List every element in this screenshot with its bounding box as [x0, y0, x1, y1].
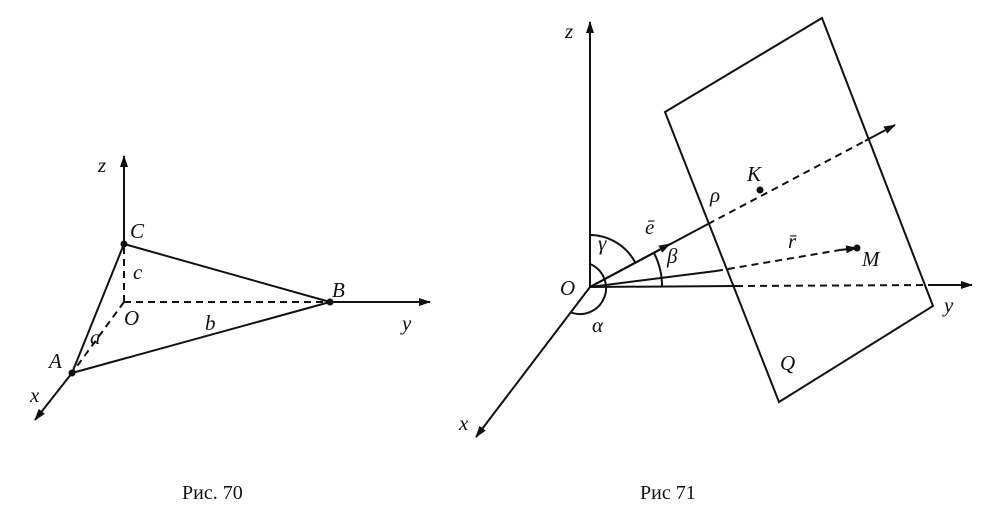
fig70-label-O: O — [124, 306, 139, 330]
figure-70: z C c O B b y a A x Рис. 70 — [29, 153, 431, 504]
fig71-point-m — [853, 244, 861, 252]
fig70-edge-ab — [71, 301, 331, 374]
fig71-plane-q — [663, 16, 935, 404]
fig71-label-Q: Q — [780, 351, 795, 375]
fig70-x-axis — [34, 372, 73, 421]
fig70-label-y: y — [400, 311, 412, 335]
fig70-edge-ca — [71, 243, 125, 374]
fig70-point-a — [68, 369, 76, 377]
fig70-label-x: x — [29, 383, 40, 407]
fig71-label-K: K — [746, 162, 762, 186]
fig70-label-a: a — [90, 325, 101, 349]
fig71-vector-e — [589, 243, 671, 288]
fig71-arc-gamma — [589, 234, 636, 263]
fig71-label-y: y — [942, 293, 954, 317]
fig71-label-gamma: γ — [598, 231, 607, 255]
fig70-label-z: z — [97, 153, 106, 177]
fig71-label-r: r̄ — [788, 229, 797, 253]
fig70-label-C: C — [130, 219, 145, 243]
fig71-x-axis — [475, 286, 591, 438]
fig71-normal-dashed — [707, 140, 866, 225]
fig71-y-axis-solid — [589, 285, 737, 288]
figure-71: z O γ ē β α ρ K r̄ M y x Q Рис 71 — [458, 16, 973, 504]
fig71-label-M: M — [861, 247, 881, 271]
fig71-arc-alpha — [569, 263, 607, 315]
fig70-label-b: b — [205, 311, 216, 335]
fig71-point-k — [756, 186, 764, 194]
fig71-label-z: z — [564, 19, 573, 43]
fig71-label-beta: β — [666, 244, 678, 268]
fig70-point-b — [326, 298, 334, 306]
fig70-label-c: c — [133, 260, 143, 284]
fig71-caption: Рис 71 — [640, 482, 696, 504]
fig70-label-B: B — [332, 278, 345, 302]
fig71-r-dashed — [715, 249, 841, 272]
fig70-edge-cb — [123, 243, 331, 303]
fig71-r-solid — [589, 270, 717, 288]
fig70-point-c — [120, 240, 128, 248]
fig70-label-A: A — [47, 349, 62, 373]
fig71-y-axis-dashed — [735, 284, 934, 287]
fig71-label-e: ē — [645, 215, 655, 239]
fig70-caption: Рис. 70 — [182, 482, 243, 504]
fig71-label-rho: ρ — [709, 183, 720, 207]
fig71-label-alpha: α — [592, 313, 604, 337]
fig71-label-O: O — [560, 276, 575, 300]
fig71-arc-beta — [653, 252, 663, 287]
fig71-label-x: x — [458, 411, 469, 435]
fig70-oa-dashed — [71, 301, 125, 374]
fig71-normal-solid-outer — [864, 124, 896, 142]
